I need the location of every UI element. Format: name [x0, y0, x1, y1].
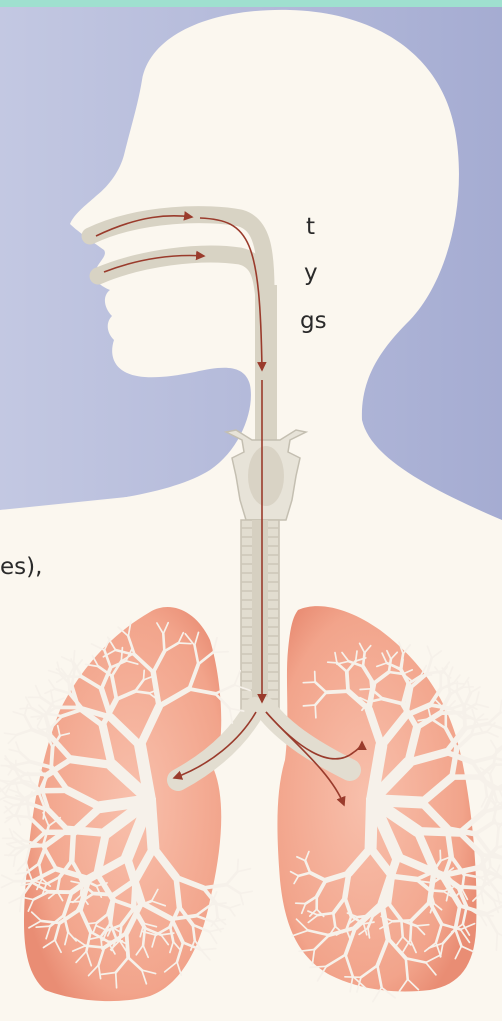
- bronchiole: [70, 902, 81, 903]
- bronchiole: [134, 880, 136, 909]
- bronchiole: [360, 689, 371, 690]
- bronchiole: [127, 933, 129, 958]
- bronchiole: [363, 653, 365, 667]
- bronchiole: [163, 634, 164, 652]
- top-border: [0, 0, 502, 7]
- bronchiole: [440, 713, 461, 714]
- bronchiole: [326, 691, 348, 692]
- bronchiole: [448, 678, 450, 695]
- text-fragment-4: es),: [0, 556, 42, 579]
- bronchiole: [416, 925, 429, 926]
- bronchiole: [463, 687, 474, 688]
- bronchiole: [36, 926, 50, 927]
- bronchiole: [116, 973, 117, 988]
- bronchiole: [371, 800, 372, 848]
- bronchiole: [433, 872, 446, 874]
- bronchiole: [237, 859, 238, 871]
- bronchiole: [417, 831, 459, 833]
- bronchiole: [421, 675, 432, 676]
- bronchiole: [303, 682, 315, 683]
- bronchiole: [315, 705, 316, 718]
- text-fragment-2: y: [304, 262, 318, 285]
- larynx-shadow: [248, 446, 284, 506]
- bronchiole: [176, 877, 179, 906]
- bronchiole: [71, 759, 112, 765]
- bronchiole: [72, 832, 74, 860]
- bronchiole: [143, 928, 145, 945]
- bronchiole: [430, 890, 443, 891]
- bronchiole: [14, 803, 29, 805]
- bronchiole: [51, 748, 52, 768]
- text-fragment-1: t: [306, 216, 315, 239]
- bronchiole: [303, 705, 315, 706]
- bronchiole: [178, 643, 191, 644]
- bronchiole: [94, 894, 114, 895]
- trachea-lumen: [252, 520, 268, 712]
- bronchiole: [496, 933, 497, 950]
- bronchiole: [213, 652, 228, 653]
- bronchiole: [31, 716, 43, 717]
- bronchiole: [68, 830, 106, 833]
- bronchiole: [370, 678, 371, 689]
- bronchiole: [310, 966, 326, 967]
- bronchiole: [401, 920, 402, 936]
- bronchiole: [328, 662, 337, 663]
- bronchiole: [87, 923, 97, 924]
- bronchiole: [20, 708, 31, 709]
- bronchiole: [68, 678, 69, 694]
- bronchiole: [392, 876, 416, 879]
- bronchiole: [347, 672, 348, 691]
- bronchiole: [74, 651, 75, 663]
- bronchiole: [150, 800, 153, 848]
- bronchiole: [464, 707, 465, 729]
- bronchiole: [216, 904, 218, 918]
- bronchiole: [121, 648, 122, 661]
- bronchiole: [201, 949, 216, 950]
- bronchiole: [454, 683, 464, 684]
- bronchiole: [458, 887, 481, 888]
- bronchiole: [497, 829, 499, 848]
- text-fragment-3: gs: [300, 310, 327, 333]
- bronchiole: [389, 876, 393, 903]
- bronchiole: [144, 670, 145, 680]
